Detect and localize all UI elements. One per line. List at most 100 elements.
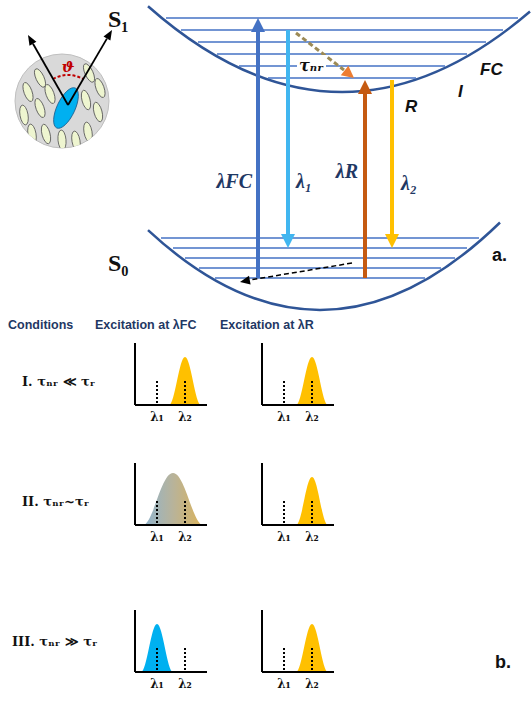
excitation-arrow [363,92,367,278]
excitation-arrow [256,30,260,278]
vibrational-level [268,77,416,78]
solvent-molecule [70,130,81,151]
vibrational-level [181,29,503,30]
axis [261,343,263,405]
solvent-molecule [33,97,47,119]
axis [135,671,207,673]
vibrational-levels [166,18,518,78]
wavelength-marker [283,501,285,525]
column-header: Excitation at λFC [95,318,196,332]
vibrational-level [239,65,445,66]
wavelength-label: λ₂ [305,410,319,424]
state-label: S₁ [108,6,129,33]
arrow-head [341,66,354,78]
wavelength-marker [311,381,313,405]
vibrational-levels [161,238,479,278]
state-label: S₀ [108,250,129,277]
emission-peak [169,357,201,405]
row-header: II. τₙᵣ~τᵣ [22,494,89,509]
wavelength-marker [156,501,158,525]
solvent-molecule [92,101,105,122]
wavelength-label: λ₁ [277,677,291,691]
wavelength-label: λ₁ [277,530,291,544]
arrow-head [28,35,36,46]
solvent-molecule [18,104,29,125]
ground-relaxation-arrow [250,263,352,280]
row-header: III. τₙᵣ ≫ τᵣ [12,634,97,649]
solvent-molecule [80,89,93,110]
panel-label: a. [492,245,507,266]
solvent-molecule [81,62,97,84]
spectrum-plot [135,463,207,525]
arrow-head [240,276,251,285]
arrow-head [358,80,372,94]
arrow-head [385,234,399,248]
spectrum-plot [262,610,334,672]
wavelength-label: λ₂ [178,410,192,424]
panel-label: b. [495,652,511,673]
potential-curve [148,223,500,310]
vibrational-level [166,17,518,18]
wavelength-label: λ₂ [401,172,417,195]
geometry-label: FC [480,60,503,80]
axis [134,463,136,525]
wavelength-marker [311,648,313,672]
wavelength-marker [156,381,158,405]
axis [135,524,207,526]
wavelength-marker [311,501,313,525]
transitions [240,18,399,285]
wavelength-label: λ₁ [150,530,164,544]
wavelength-label: λ₁ [277,410,291,424]
emission-peak [296,357,328,405]
wavelength-label: λR [336,160,358,183]
axis [262,404,334,406]
geometry-label: R [405,97,417,117]
arrow-head [281,234,295,248]
vibrational-level [217,53,467,54]
emission-peak [296,624,328,672]
time-constant-label: τₙᵣ [297,55,326,76]
wavelength-label: λ₁ [150,677,164,691]
emission-peak [141,624,173,672]
row-header: I. τₙᵣ ≪ τᵣ [22,374,95,389]
spectrum-plot [135,610,207,672]
emission-arrow [390,80,394,236]
wavelength-label: λFC [216,170,252,193]
spectrum-plot [135,343,207,405]
axis [262,524,334,526]
wavelength-marker [184,648,186,672]
wavelength-marker [283,381,285,405]
solvent-molecule [21,81,35,103]
wavelength-label: λ₂ [178,677,192,691]
wavelength-label: λ₂ [305,677,319,691]
axis [135,404,207,406]
angle-label: ϑ [62,58,75,76]
solvent-molecule [40,123,53,144]
wavelength-marker [184,501,186,525]
solvent-molecule [57,130,67,151]
wavelength-marker [283,648,285,672]
solvent-molecule [82,121,93,142]
potential-curve [148,6,530,92]
wavelength-label: λ₁ [150,410,164,424]
axis [262,671,334,673]
solvent-molecule [43,83,57,105]
spectrum-plot [262,463,334,525]
s0-well [148,223,500,310]
geometry-label: I [458,82,463,102]
arrow-head [251,18,265,32]
wavelength-label: λ₂ [178,530,192,544]
emission-peak [143,473,203,525]
vibrational-level [185,257,455,258]
wavelength-label: λ₁ [296,170,312,193]
vibrational-level [198,41,486,42]
dye-molecule [49,84,84,131]
spectrum-plot [262,343,334,405]
axis [134,610,136,672]
column-header: Excitation at λR [220,318,314,332]
emission-peak [296,477,328,525]
wavelength-marker [156,648,158,672]
solvent-molecule [26,123,37,144]
